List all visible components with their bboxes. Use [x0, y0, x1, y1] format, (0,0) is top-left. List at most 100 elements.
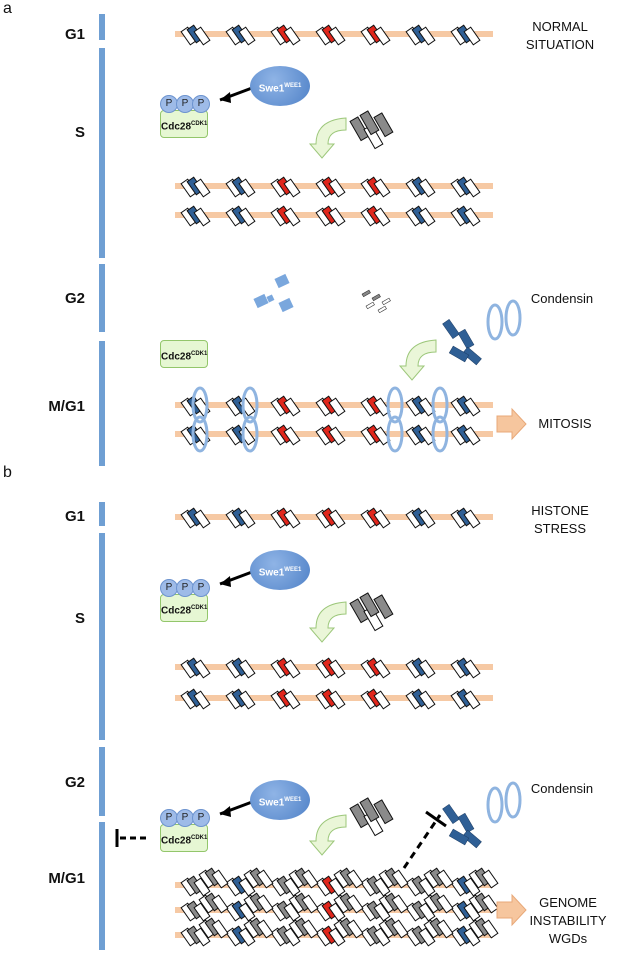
extra-histone-m1-b-7	[468, 867, 499, 889]
extra-histone-m1-b-5	[378, 867, 409, 889]
extra-histone-m1-b-6	[423, 867, 454, 889]
degraded-histone-fragment-2	[371, 293, 381, 302]
nucleosome-m3-b-4	[315, 925, 346, 947]
nucleosome-g1-a-6	[405, 24, 436, 46]
nucleosome-m1-b-3	[270, 875, 301, 897]
free-condensin-ring-b-1	[486, 786, 504, 824]
condensin-ring-a-4	[431, 386, 449, 424]
phase-label-mg1-b: M/G1	[48, 870, 85, 887]
nucleosome-s2-a-6	[405, 205, 436, 227]
swe1-inhibit-arrow-s-b-head	[220, 576, 231, 587]
swe1-name-a: Swe1	[258, 83, 285, 95]
outcome-label-b: GENOME INSTABILITY WGDs	[522, 894, 614, 948]
phase-bar-g2-b	[99, 747, 105, 816]
phase-label-s-b: S	[74, 610, 85, 627]
nucleosome-s2-b-4	[315, 688, 346, 710]
condensin-subunit-b-4	[448, 828, 470, 846]
nucleosome-m2-b-6	[405, 900, 436, 922]
extra-histone-m3-b-4	[333, 917, 364, 939]
swe1-name-s-b: Swe1	[258, 567, 285, 579]
nucleosome-s1-a-5	[360, 176, 391, 198]
cdc28-complex-m-b: Cdc28CDK1	[160, 824, 208, 852]
nucleosome-s1-a-7	[450, 176, 481, 198]
condensin-subunit-a-2	[457, 328, 475, 350]
nucleosome-m1-a-3	[270, 395, 301, 417]
condensin-ring-a-8	[431, 415, 449, 453]
nucleosome-s2-a-4	[315, 205, 346, 227]
phase-bar-mg1-b	[99, 822, 105, 950]
nucleosome-s2-b-2	[225, 688, 256, 710]
nucleosome-g1-a-5	[360, 24, 391, 46]
situation-label-a: NORMAL SITUATION	[510, 18, 610, 54]
degraded-swe1-fragment-2	[274, 273, 290, 289]
condensin-ring-a-2	[241, 386, 259, 424]
extra-histone-m1-b-1	[198, 867, 229, 889]
panel-letter-a: a	[3, 0, 12, 17]
nucleosome-s2-a-7	[450, 205, 481, 227]
phospho-bead-3-m-b: P	[192, 809, 210, 827]
nucleosome-m1-a-7	[450, 395, 481, 417]
nucleosome-s2-a-2	[225, 205, 256, 227]
free-condensin-ring-a-2	[504, 299, 522, 337]
nucleosome-m1-a-2	[225, 395, 256, 417]
deposition-arrow-s-b	[308, 601, 347, 643]
nucleosome-s1-b-4	[315, 657, 346, 679]
degraded-swe1-fragment-4	[278, 297, 294, 313]
extra-histone-m2-b-4	[333, 892, 364, 914]
condensin-subunit-a-3	[462, 346, 482, 366]
situation-line-2-b: STRESS	[533, 521, 586, 536]
condensin-label-b: Condensin	[530, 781, 594, 796]
degraded-histone-fragment-1	[361, 289, 371, 298]
nucleosome-g1-a-1	[180, 24, 211, 46]
nucleosome-m2-b-5	[360, 900, 391, 922]
nucleosome-m2-b-4	[315, 900, 346, 922]
phase-bar-mg1-a	[99, 341, 105, 466]
nucleosome-s1-a-4	[315, 176, 346, 198]
nucleosome-g1-b-7	[450, 507, 481, 529]
nucleosome-g1-a-4	[315, 24, 346, 46]
nucleosome-g1-b-3	[270, 507, 301, 529]
extra-histone-m1-b-2	[243, 867, 274, 889]
free-histone-s-a-3	[373, 112, 394, 138]
phase-bar-g2-a	[99, 264, 105, 332]
nucleosome-m3-b-1	[180, 925, 211, 947]
panel-letter-b: b	[3, 464, 12, 481]
free-condensin-ring-b-2	[504, 781, 522, 819]
nucleosome-m1-b-6	[405, 875, 436, 897]
extra-histone-m2-b-3	[288, 892, 319, 914]
swe1-kinase-m-b: Swe1WEE1	[250, 780, 310, 820]
nucleosome-m2-a-3	[270, 424, 301, 446]
condensin-ring-a-6	[241, 415, 259, 453]
extra-histone-m3-b-5	[378, 917, 409, 939]
condensin-subunit-a-1	[442, 318, 460, 340]
nucleosome-s2-b-1	[180, 688, 211, 710]
nucleosome-s2-a-5	[360, 205, 391, 227]
extra-histone-m2-b-7	[468, 892, 499, 914]
nucleosome-s1-a-1	[180, 176, 211, 198]
phase-bar-s-b	[99, 533, 105, 740]
nucleosome-g1-b-1	[180, 507, 211, 529]
instability-outcome-arrow	[496, 893, 527, 927]
free-histone-s-b-3	[373, 594, 394, 620]
free-histone-s-a-4	[359, 110, 380, 136]
phospho-bead-2-s-b: P	[176, 579, 194, 597]
free-histone-m-b-3	[373, 799, 394, 825]
cdc28-sup-m-a: CDK1	[191, 351, 208, 357]
nucleosome-m2-b-7	[450, 900, 481, 922]
condensin-label-a: Condensin	[530, 291, 594, 306]
free-histone-s-b-1	[349, 598, 370, 624]
nucleosome-m1-b-1	[180, 875, 211, 897]
free-histone-m-b-4	[359, 797, 380, 823]
nucleosome-s1-b-3	[270, 657, 301, 679]
condensin-ring-a-5	[191, 415, 209, 453]
swe1-kinase-a: Swe1WEE1	[250, 66, 310, 106]
condensin-ring-a-1	[191, 386, 209, 424]
cdc28-name-m-b: Cdc28	[161, 835, 192, 847]
outcome-line-1-a: MITOSIS	[538, 416, 592, 431]
nucleosome-m2-b-1	[180, 900, 211, 922]
extra-histone-m2-b-2	[243, 892, 274, 914]
extra-histone-m2-b-1	[198, 892, 229, 914]
nucleosome-m1-b-5	[360, 875, 391, 897]
free-histone-s-a-1	[349, 116, 370, 142]
